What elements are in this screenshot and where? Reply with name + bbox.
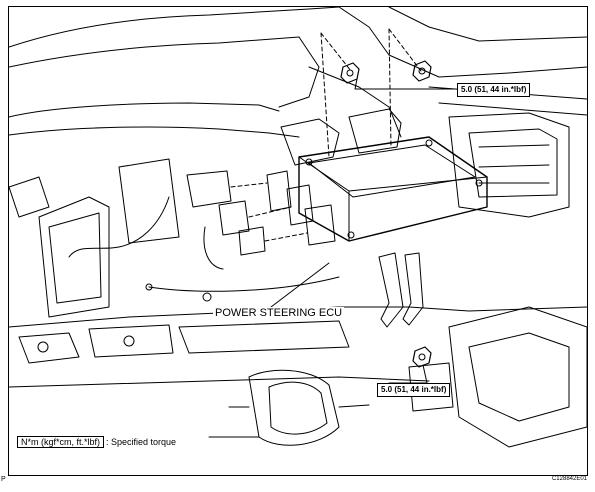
bolt-bottom (412, 346, 432, 368)
wire-harness (203, 226, 224, 270)
upper-panel (438, 102, 587, 116)
ecu-connector (286, 184, 314, 226)
lower-frame (178, 320, 350, 354)
corner-letter: P (1, 476, 6, 483)
steering-column (248, 369, 340, 446)
upper-panel (9, 7, 340, 48)
legend-unit-box: N*m (kgf*cm, ft.*lbf) (17, 436, 105, 448)
torque-callout-top: 5.0 (51, 44 in.*lbf) (457, 83, 531, 97)
upper-panel (9, 36, 320, 108)
left-frame (118, 158, 180, 244)
alignment-line (320, 28, 422, 158)
harness-connector (186, 170, 232, 208)
bracket (348, 108, 402, 154)
lower-frame (18, 332, 80, 364)
steering-column (268, 381, 328, 435)
column-bracket (378, 252, 404, 328)
right-box (448, 112, 570, 218)
vehicle-line-drawing (9, 7, 587, 448)
left-frame (38, 196, 110, 318)
ecu-label: POWER STEERING ECU (213, 307, 345, 320)
figure-code: C128842E01 (551, 476, 587, 482)
lower-frame (9, 376, 430, 388)
lower-frame (88, 324, 174, 358)
right-box (478, 144, 550, 184)
bracket (280, 118, 340, 166)
right-box (468, 128, 558, 198)
right-lower (448, 306, 587, 448)
ecu-body (298, 136, 488, 242)
leader-line (354, 78, 456, 90)
bolt-top-right (412, 60, 432, 82)
upper-panel (338, 7, 587, 78)
left-frame (9, 176, 50, 218)
ecu-connector (304, 204, 336, 246)
torque-callout-bottom: 5.0 (51, 44 in.*lbf) (377, 383, 451, 397)
diagram-frame: 5.0 (51, 44 in.*lbf) 5.0 (51, 44 in.*lbf… (8, 6, 588, 476)
wire-harness (68, 196, 170, 258)
ecu-body (308, 144, 476, 198)
column-bracket (402, 252, 424, 326)
left-frame (48, 212, 102, 304)
legend-text: : Specified torque (106, 437, 177, 447)
ecu-body (298, 156, 488, 192)
wire-harness (148, 276, 340, 292)
legend: N*m (kgf*cm, ft.*lbf): Specified torque (15, 435, 179, 449)
leader-line (270, 262, 330, 308)
upper-panel (9, 102, 280, 118)
harness-connector (218, 200, 250, 236)
alignment-line (230, 182, 308, 242)
steering-column (208, 404, 370, 438)
harness-connector (238, 226, 266, 256)
upper-panel (9, 126, 300, 138)
upper-panel (308, 66, 402, 138)
right-lower (468, 332, 570, 422)
upper-panel (388, 7, 587, 42)
